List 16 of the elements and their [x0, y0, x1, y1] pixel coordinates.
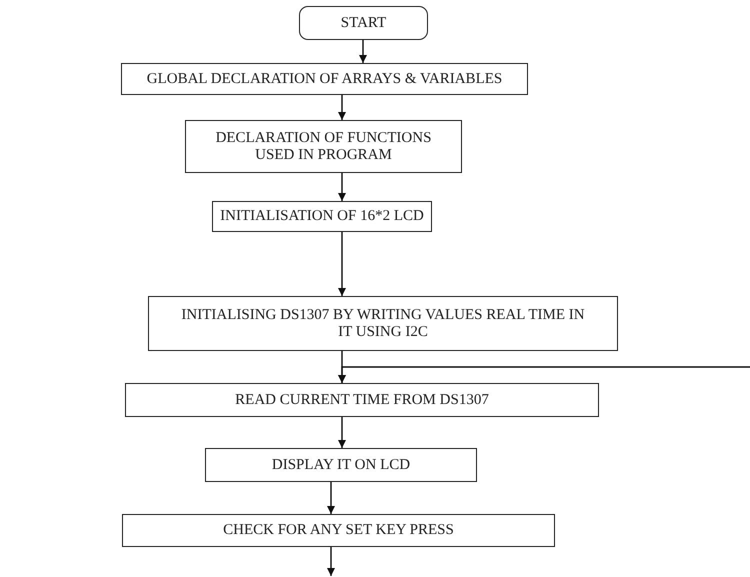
process-box: CHECK FOR ANY SET KEY PRESS — [122, 514, 555, 547]
process-box: INITIALISATION OF 16*2 LCD — [212, 201, 432, 232]
process-box: GLOBAL DECLARATION OF ARRAYS & VARIABLES — [121, 63, 528, 95]
arrow — [338, 232, 346, 296]
arrow — [327, 547, 335, 576]
process-box: DECLARATION OF FUNCTIONS USED IN PROGRAM — [185, 120, 462, 173]
process-box: INITIALISING DS1307 BY WRITING VALUES REAL TIME IN IT USING I2C — [148, 296, 618, 351]
arrow — [327, 482, 335, 514]
arrow — [359, 40, 367, 63]
arrow — [338, 95, 346, 120]
arrow — [338, 173, 346, 201]
process-box: READ CURRENT TIME FROM DS1307 — [125, 383, 599, 417]
arrow — [338, 366, 750, 383]
terminal-box: START — [299, 6, 428, 40]
process-box: DISPLAY IT ON LCD — [205, 448, 477, 482]
arrow — [338, 417, 346, 448]
